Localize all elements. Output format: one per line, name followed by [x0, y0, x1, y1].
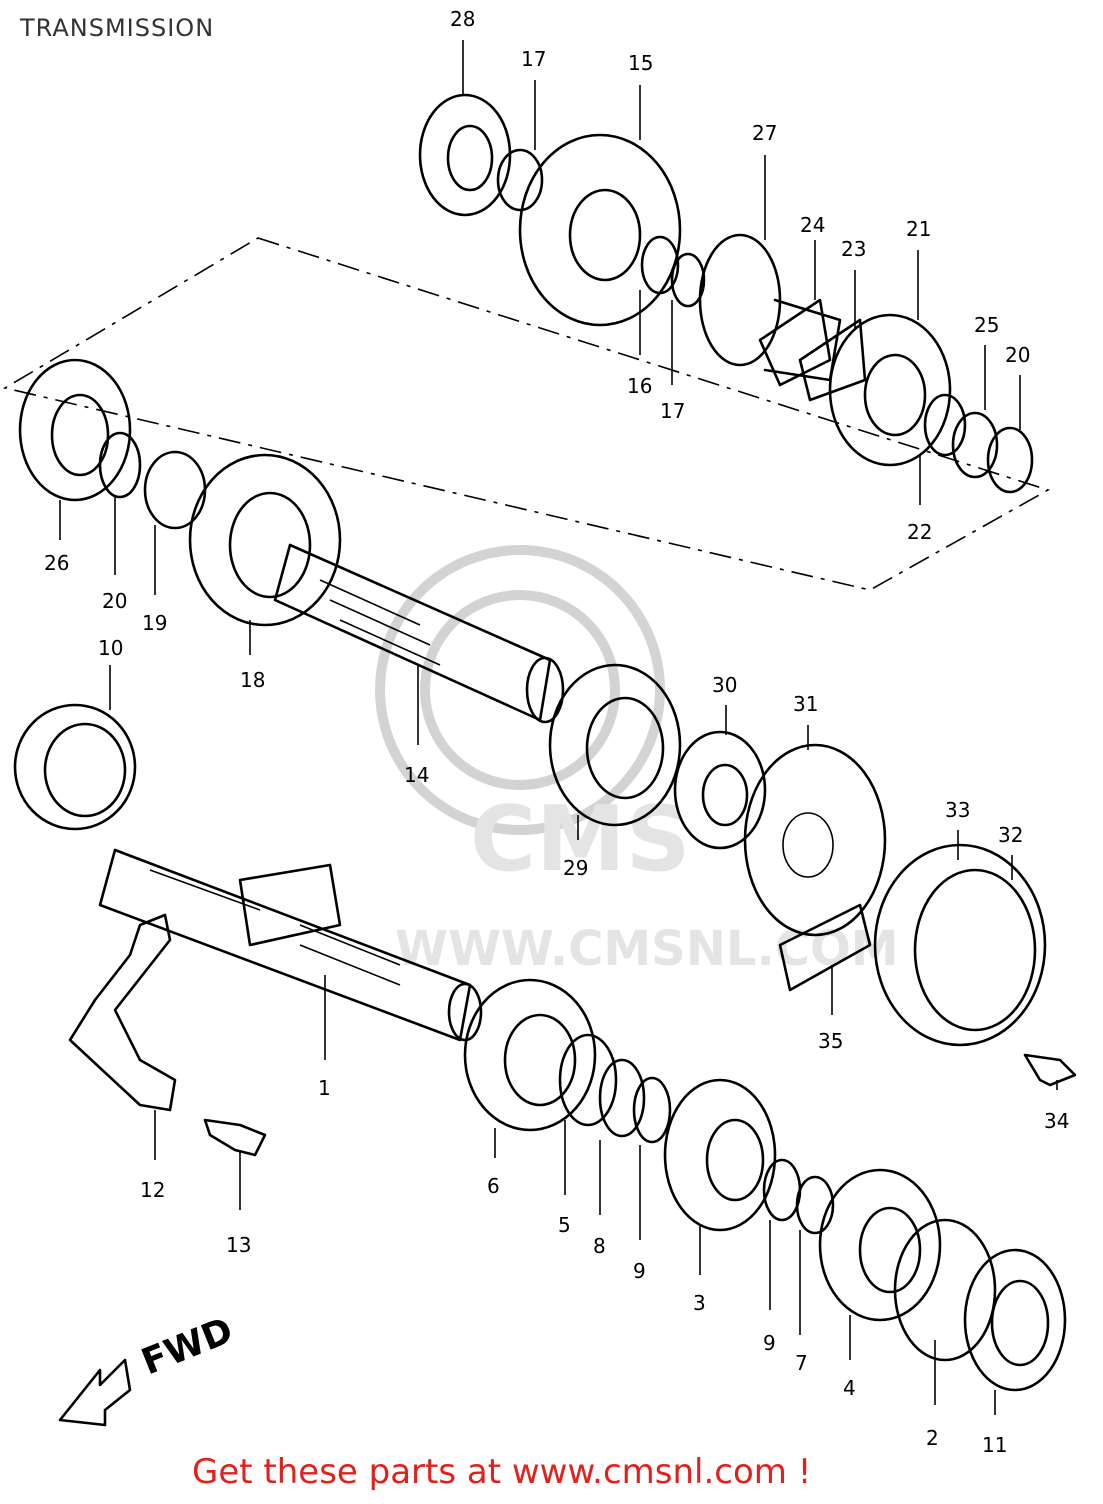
- gear-part-3: [663, 1078, 777, 1232]
- bearing-part-29: [548, 663, 682, 827]
- callout-26[interactable]: 26: [44, 551, 69, 575]
- washer-part-25: [951, 411, 999, 479]
- fwd-arrow-icon: FWD: [58, 1310, 239, 1427]
- callout-14[interactable]: 14: [404, 763, 429, 787]
- circlip-part-9: [632, 1076, 672, 1144]
- circlip-part-20: [98, 431, 142, 499]
- callout-30[interactable]: 30: [712, 673, 737, 697]
- callout-18[interactable]: 18: [240, 668, 265, 692]
- gear-part-18: [188, 453, 342, 627]
- callout-19[interactable]: 19: [142, 611, 167, 635]
- bushing-part-19: [143, 450, 207, 530]
- bearing-part-28: [418, 93, 512, 217]
- callout-16[interactable]: 16: [627, 374, 652, 398]
- gear-part-6: [463, 978, 597, 1132]
- retainer-part-12: [68, 913, 177, 1112]
- callout-27[interactable]: 27: [752, 121, 777, 145]
- gear-part-21: [828, 313, 952, 467]
- callout-28[interactable]: 28: [450, 7, 475, 31]
- fwd-label: FWD: [136, 1310, 239, 1383]
- callout-4[interactable]: 4: [843, 1376, 856, 1400]
- callout-2[interactable]: 2: [926, 1426, 939, 1450]
- bearing-part-10: [13, 703, 137, 831]
- callout-20a[interactable]: 20: [102, 589, 127, 613]
- chain-part-35: [778, 903, 872, 992]
- spacer-inner: [701, 763, 749, 827]
- callout-35[interactable]: 35: [818, 1029, 843, 1053]
- callout-7[interactable]: 7: [795, 1351, 808, 1375]
- callout-20b[interactable]: 20: [1005, 343, 1030, 367]
- gear-part-4: [818, 1168, 942, 1322]
- footer-link[interactable]: Get these parts at www.cmsnl.com !: [192, 1452, 812, 1492]
- circlip-part-20b: [986, 426, 1034, 494]
- washer-part-24: [758, 298, 832, 387]
- sprocket-part-31: [743, 743, 887, 937]
- callout-9b[interactable]: 9: [763, 1331, 776, 1355]
- callout-10[interactable]: 10: [98, 636, 123, 660]
- washer-part-23: [798, 318, 867, 402]
- callout-8[interactable]: 8: [593, 1234, 606, 1258]
- callout-1[interactable]: 1: [318, 1076, 331, 1100]
- svg-text:WWW.CMSNL.COM: WWW.CMSNL.COM: [395, 921, 899, 977]
- gear-part-27: [698, 233, 842, 382]
- washer-part-8: [598, 1058, 646, 1138]
- bolt-part-13: [203, 1118, 267, 1157]
- countershaft-part-14: [273, 543, 565, 724]
- callout-9a[interactable]: 9: [633, 1259, 646, 1283]
- bushing-part-5: [558, 1033, 618, 1127]
- callout-22[interactable]: 22: [907, 520, 932, 544]
- svg-text:CMS: CMS: [470, 787, 690, 892]
- driveshaft-part-1: [98, 848, 483, 1042]
- cover-part-32: [873, 843, 1047, 1047]
- washer-part-17: [496, 148, 544, 212]
- callout-12[interactable]: 12: [140, 1178, 165, 1202]
- bolt-part-34: [1023, 1053, 1077, 1087]
- gear-part-15: [518, 133, 682, 327]
- callout-13[interactable]: 13: [226, 1233, 251, 1257]
- callout-23[interactable]: 23: [841, 237, 866, 261]
- callout-32[interactable]: 32: [998, 823, 1023, 847]
- gear-part-2: [893, 1218, 997, 1362]
- callout-34[interactable]: 34: [1044, 1109, 1069, 1133]
- bearing-part-11: [963, 1248, 1067, 1392]
- bushing-part-22: [923, 393, 967, 457]
- callout-5[interactable]: 5: [558, 1213, 571, 1237]
- washer-part-7: [795, 1175, 835, 1235]
- leader-lines: [59, 40, 1058, 1415]
- callout-33[interactable]: 33: [945, 798, 970, 822]
- callout-31[interactable]: 31: [793, 692, 818, 716]
- callout-11[interactable]: 11: [982, 1433, 1007, 1457]
- page-title: TRANSMISSION: [20, 14, 215, 42]
- callout-24[interactable]: 24: [800, 213, 825, 237]
- gear-part-26: [18, 358, 132, 502]
- callout-17a[interactable]: 17: [521, 47, 546, 71]
- callout-6[interactable]: 6: [487, 1174, 500, 1198]
- callout-29[interactable]: 29: [563, 856, 588, 880]
- callout-17b[interactable]: 17: [660, 399, 685, 423]
- callout-21[interactable]: 21: [906, 217, 931, 241]
- spacer-part-30: [673, 730, 767, 850]
- callout-15[interactable]: 15: [628, 51, 653, 75]
- subassembly-frame: [2, 237, 1050, 591]
- callout-3[interactable]: 3: [693, 1291, 706, 1315]
- part-callouts: 1 2 3 4 5 6 7 8 9 9 10 11 12 13 14 15 16…: [44, 7, 1069, 1457]
- watermark-logo: CMS WWW.CMSNL.COM: [375, 545, 899, 977]
- washer-part-17b: [670, 252, 706, 308]
- callout-25[interactable]: 25: [974, 313, 999, 337]
- bushing-part-16: [640, 235, 680, 295]
